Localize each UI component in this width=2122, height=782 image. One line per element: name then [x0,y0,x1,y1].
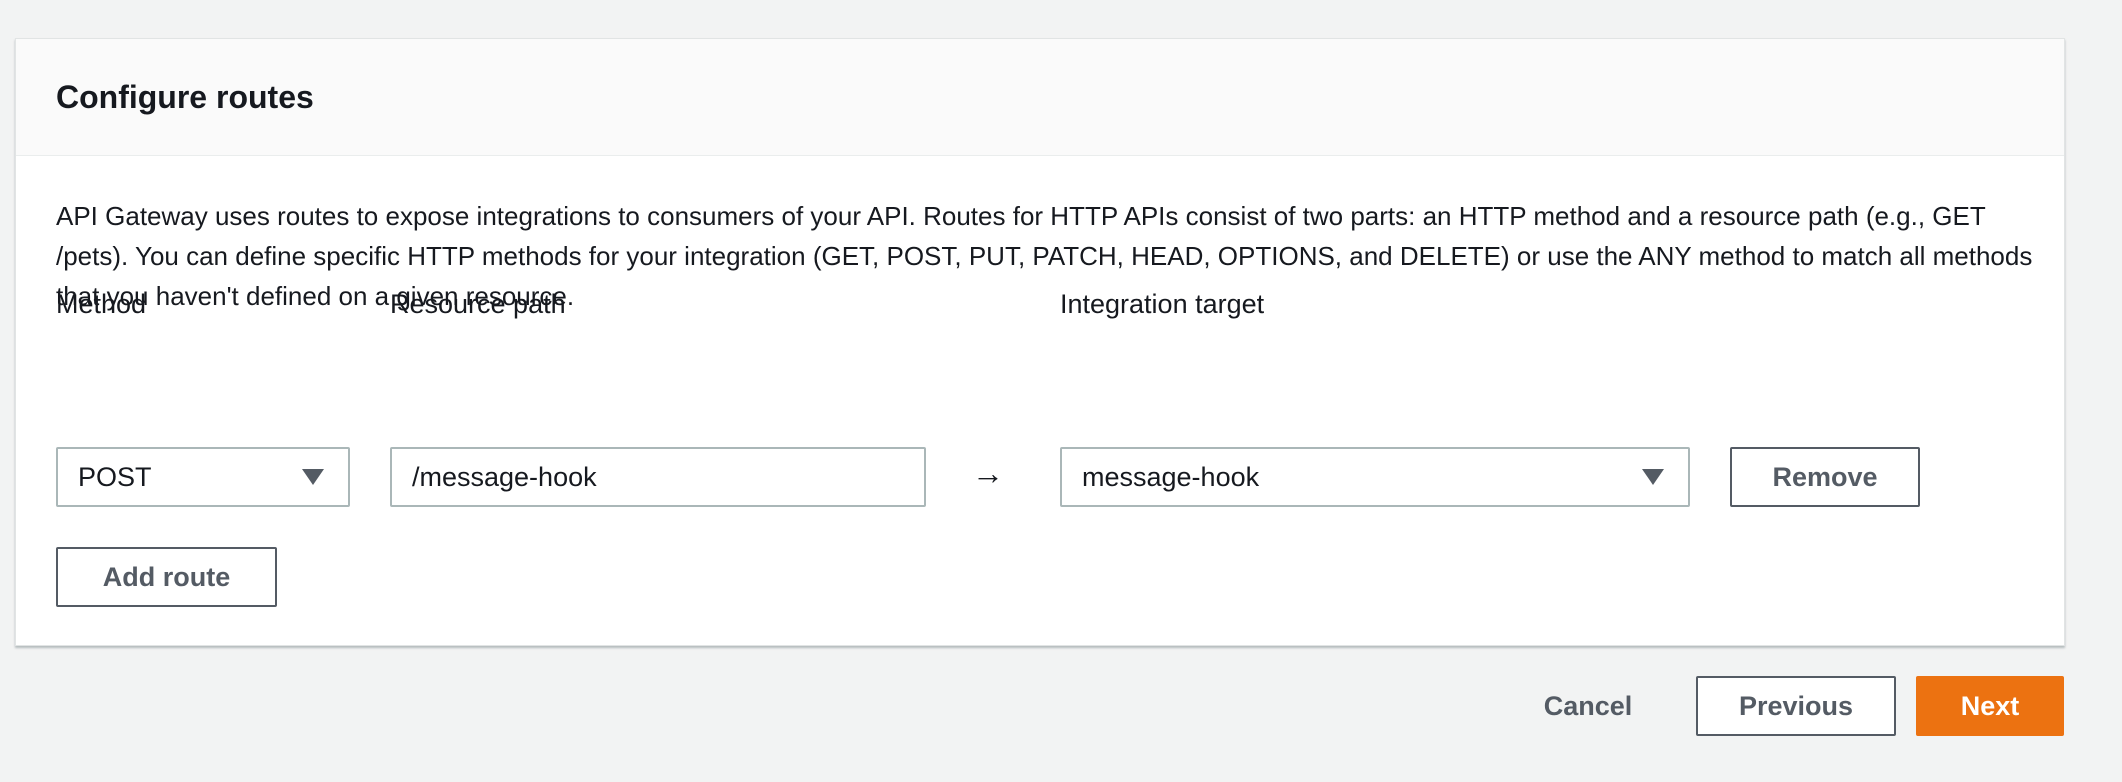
caret-down-icon [302,469,324,485]
configure-routes-panel: Configure routes API Gateway uses routes… [15,38,2065,646]
resource-path-value: /message-hook [412,461,597,492]
panel-header: Configure routes [16,39,2064,156]
previous-button[interactable]: Previous [1696,676,1896,736]
method-select[interactable]: POST [56,447,350,507]
next-button[interactable]: Next [1916,676,2064,736]
cancel-button[interactable]: Cancel [1543,690,1633,721]
integration-target-label: Integration target [1060,289,1265,319]
method-label: Method [56,289,147,319]
routes-description: API Gateway uses routes to expose integr… [56,201,2033,311]
add-route-button[interactable]: Add route [56,547,277,607]
remove-route-button[interactable]: Remove [1730,447,1920,507]
caret-down-icon [1642,469,1664,485]
panel-title: Configure routes [56,78,314,115]
integration-target-select[interactable]: message-hook [1060,447,1690,507]
integration-target-value: message-hook [1082,461,1260,492]
method-select-value: POST [78,461,152,492]
panel-body: API Gateway uses routes to expose integr… [16,156,2064,316]
resource-path-label: Resource path [390,289,566,319]
resource-path-input[interactable]: /message-hook [390,447,926,507]
arrow-right-icon: → [972,455,1004,491]
